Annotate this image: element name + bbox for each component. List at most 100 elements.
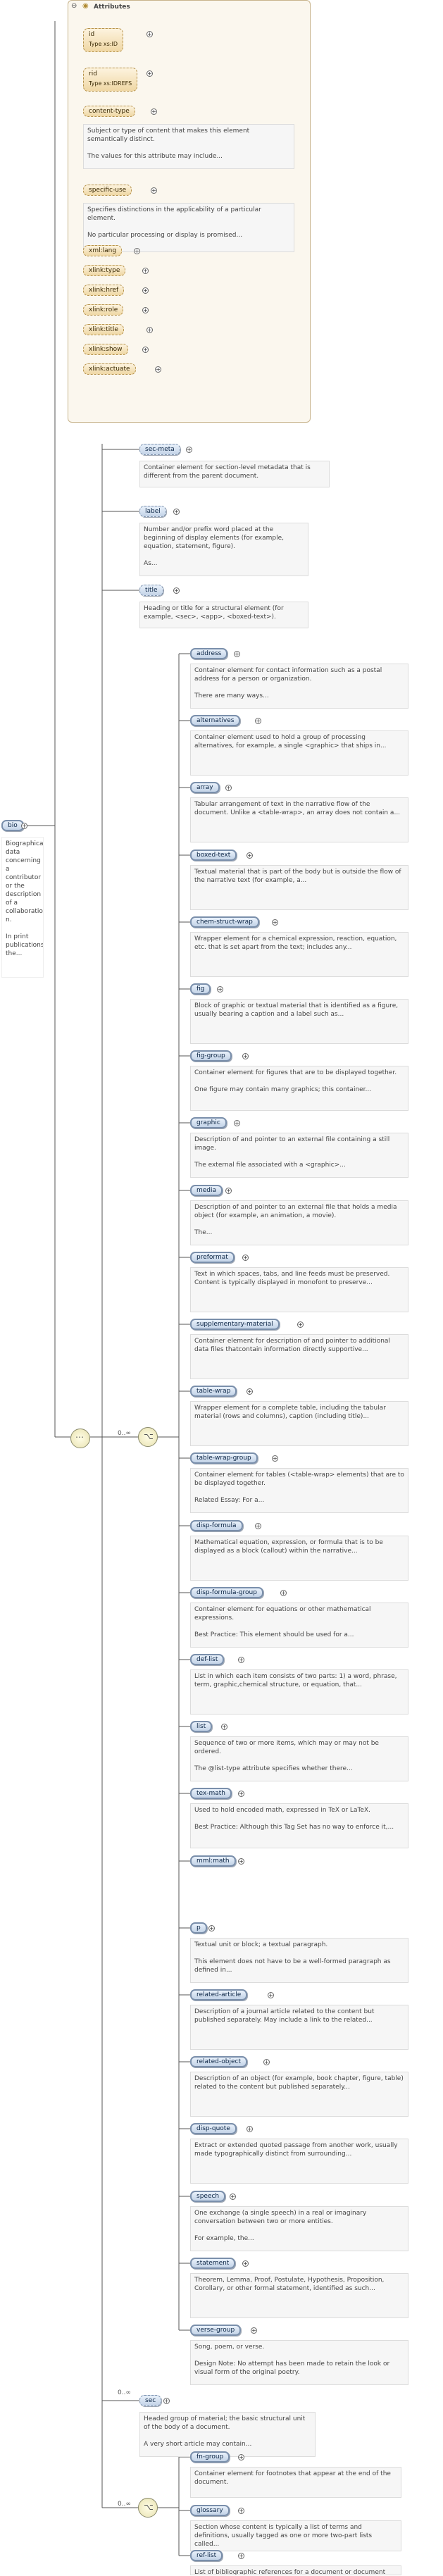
choice-icon: ⌥ (144, 2502, 154, 2512)
element-fn-group[interactable]: fn-group (190, 2451, 230, 2463)
attribute-xlink-show[interactable]: xlink:show (83, 344, 128, 355)
expand-icon[interactable]: + (238, 1791, 244, 1797)
expand-icon[interactable]: + (186, 447, 192, 453)
expand-icon[interactable]: + (155, 366, 161, 373)
element-preformat[interactable]: preformat (190, 1252, 235, 1263)
expand-icon[interactable]: + (225, 785, 232, 791)
expand-icon[interactable]: + (255, 718, 261, 724)
attribute-xlink-type[interactable]: xlink:type (83, 265, 126, 276)
expand-icon[interactable]: + (225, 1188, 232, 1194)
element-disp-quote[interactable]: disp-quote (190, 2123, 237, 2134)
expand-icon[interactable]: + (151, 187, 157, 194)
element-label: sec-meta (145, 446, 175, 453)
expand-icon[interactable]: + (173, 587, 180, 594)
element-alternatives[interactable]: alternatives (190, 715, 241, 726)
expand-icon[interactable]: + (247, 852, 253, 859)
expand-icon[interactable]: + (263, 2059, 270, 2065)
attribute-xml-lang[interactable]: xml:lang (83, 245, 123, 256)
element-statement[interactable]: statement (190, 2258, 236, 2269)
expand-icon[interactable]: + (208, 1925, 215, 1931)
expand-icon[interactable]: + (146, 31, 153, 37)
element-disp-formula[interactable]: disp-formula (190, 1520, 243, 1531)
element-chem-struct-wrap[interactable]: chem-struct-wrap (190, 916, 259, 928)
expand-icon[interactable]: + (142, 287, 149, 294)
element-mml-math[interactable]: mml:math (190, 1855, 236, 1867)
expand-icon[interactable]: + (242, 2260, 249, 2267)
attribute-name: xml:lang (89, 247, 117, 254)
expand-icon[interactable]: + (272, 1455, 278, 1462)
expand-icon[interactable]: + (297, 1321, 304, 1328)
expand-icon[interactable]: + (280, 1590, 287, 1596)
expand-icon[interactable]: + (146, 327, 153, 333)
element-verse-group[interactable]: verse-group (190, 2325, 242, 2336)
expand-icon[interactable]: + (221, 1724, 227, 1730)
expand-icon[interactable]: + (173, 509, 180, 515)
element-p[interactable]: p (190, 1922, 207, 1934)
element-documentation: Sequence of two or more items, which may… (190, 1736, 408, 1781)
attribute-xlink-actuate[interactable]: xlink:actuate (83, 363, 136, 375)
expand-icon[interactable]: + (234, 651, 240, 657)
expand-icon[interactable]: + (134, 248, 140, 254)
element-glossary[interactable]: glossary (190, 2505, 230, 2516)
expand-icon[interactable]: + (238, 1858, 244, 1865)
expand-icon[interactable]: + (247, 1388, 253, 1395)
expand-icon[interactable]: + (142, 307, 149, 313)
element-def-list[interactable]: def-list (190, 1654, 225, 1665)
element-boxed-text[interactable]: boxed-text (190, 850, 237, 861)
expand-icon[interactable]: + (255, 1523, 261, 1529)
expand-icon[interactable]: + (272, 919, 278, 926)
element-documentation: Container element for footnotes that app… (190, 2467, 401, 2498)
expand-icon[interactable]: + (163, 2398, 170, 2404)
expand-icon[interactable]: + (242, 1255, 249, 1261)
element-array[interactable]: array (190, 782, 220, 793)
collapse-icon[interactable]: ⊖ (71, 2, 77, 10)
element-list[interactable]: list (190, 1721, 213, 1732)
element-table-wrap-group[interactable]: table-wrap-group (190, 1452, 258, 1464)
element-title[interactable]: title (139, 585, 163, 596)
attribute-xlink-role[interactable]: xlink:role (83, 304, 124, 316)
expand-icon[interactable]: + (217, 986, 223, 993)
attribute-content-type[interactable]: content-type (83, 106, 135, 117)
element-documentation: Heading or title for a structural elemen… (139, 602, 308, 628)
expand-icon[interactable]: + (230, 2194, 236, 2200)
element-disp-formula-group[interactable]: disp-formula-group (190, 1587, 263, 1598)
element-ref-list[interactable]: ref-list (190, 2550, 223, 2561)
element-fig-group[interactable]: fig-group (190, 1050, 232, 1062)
element-table-wrap[interactable]: table-wrap (190, 1386, 237, 1397)
element-speech[interactable]: speech (190, 2191, 226, 2202)
attribute-type: Type xs:IDREFS (89, 79, 132, 89)
element-media[interactable]: media (190, 1185, 223, 1196)
element-related-object[interactable]: related-object (190, 2056, 247, 2067)
expand-icon[interactable]: + (238, 2553, 244, 2559)
root-element-bio[interactable]: bio (1, 820, 24, 831)
element-supplementary-material[interactable]: supplementary-material (190, 1319, 280, 1330)
expand-icon[interactable]: + (151, 108, 157, 115)
expand-icon[interactable]: + (21, 823, 27, 829)
expand-icon[interactable]: + (268, 1992, 274, 1998)
attribute-specific-use[interactable]: specific-use (83, 185, 132, 196)
expand-icon[interactable]: + (238, 1657, 244, 1663)
expand-icon[interactable]: + (146, 70, 153, 77)
element-sec[interactable]: sec (139, 2395, 162, 2406)
expand-icon[interactable]: + (234, 1120, 240, 1126)
attribute-xlink-href[interactable]: xlink:href (83, 285, 125, 296)
element-label: glossary (196, 2507, 223, 2514)
element-fig[interactable]: fig (190, 983, 211, 995)
attribute-xlink-title[interactable]: xlink:title (83, 324, 124, 335)
element-label[interactable]: label (139, 506, 166, 517)
element-related-article[interactable]: related-article (190, 1989, 248, 2001)
element-address[interactable]: address (190, 648, 228, 659)
element-sec-meta[interactable]: sec-meta (139, 444, 180, 455)
element-tex-math[interactable]: tex-math (190, 1788, 232, 1799)
expand-icon[interactable]: + (238, 2454, 244, 2460)
expand-icon[interactable]: + (247, 2126, 253, 2132)
expand-icon[interactable]: + (142, 268, 149, 274)
expand-icon[interactable]: + (238, 2508, 244, 2514)
expand-icon[interactable]: + (142, 347, 149, 353)
expand-icon[interactable]: + (242, 1053, 249, 1059)
element-graphic[interactable]: graphic (190, 1117, 227, 1128)
expand-icon[interactable]: + (251, 2327, 257, 2334)
